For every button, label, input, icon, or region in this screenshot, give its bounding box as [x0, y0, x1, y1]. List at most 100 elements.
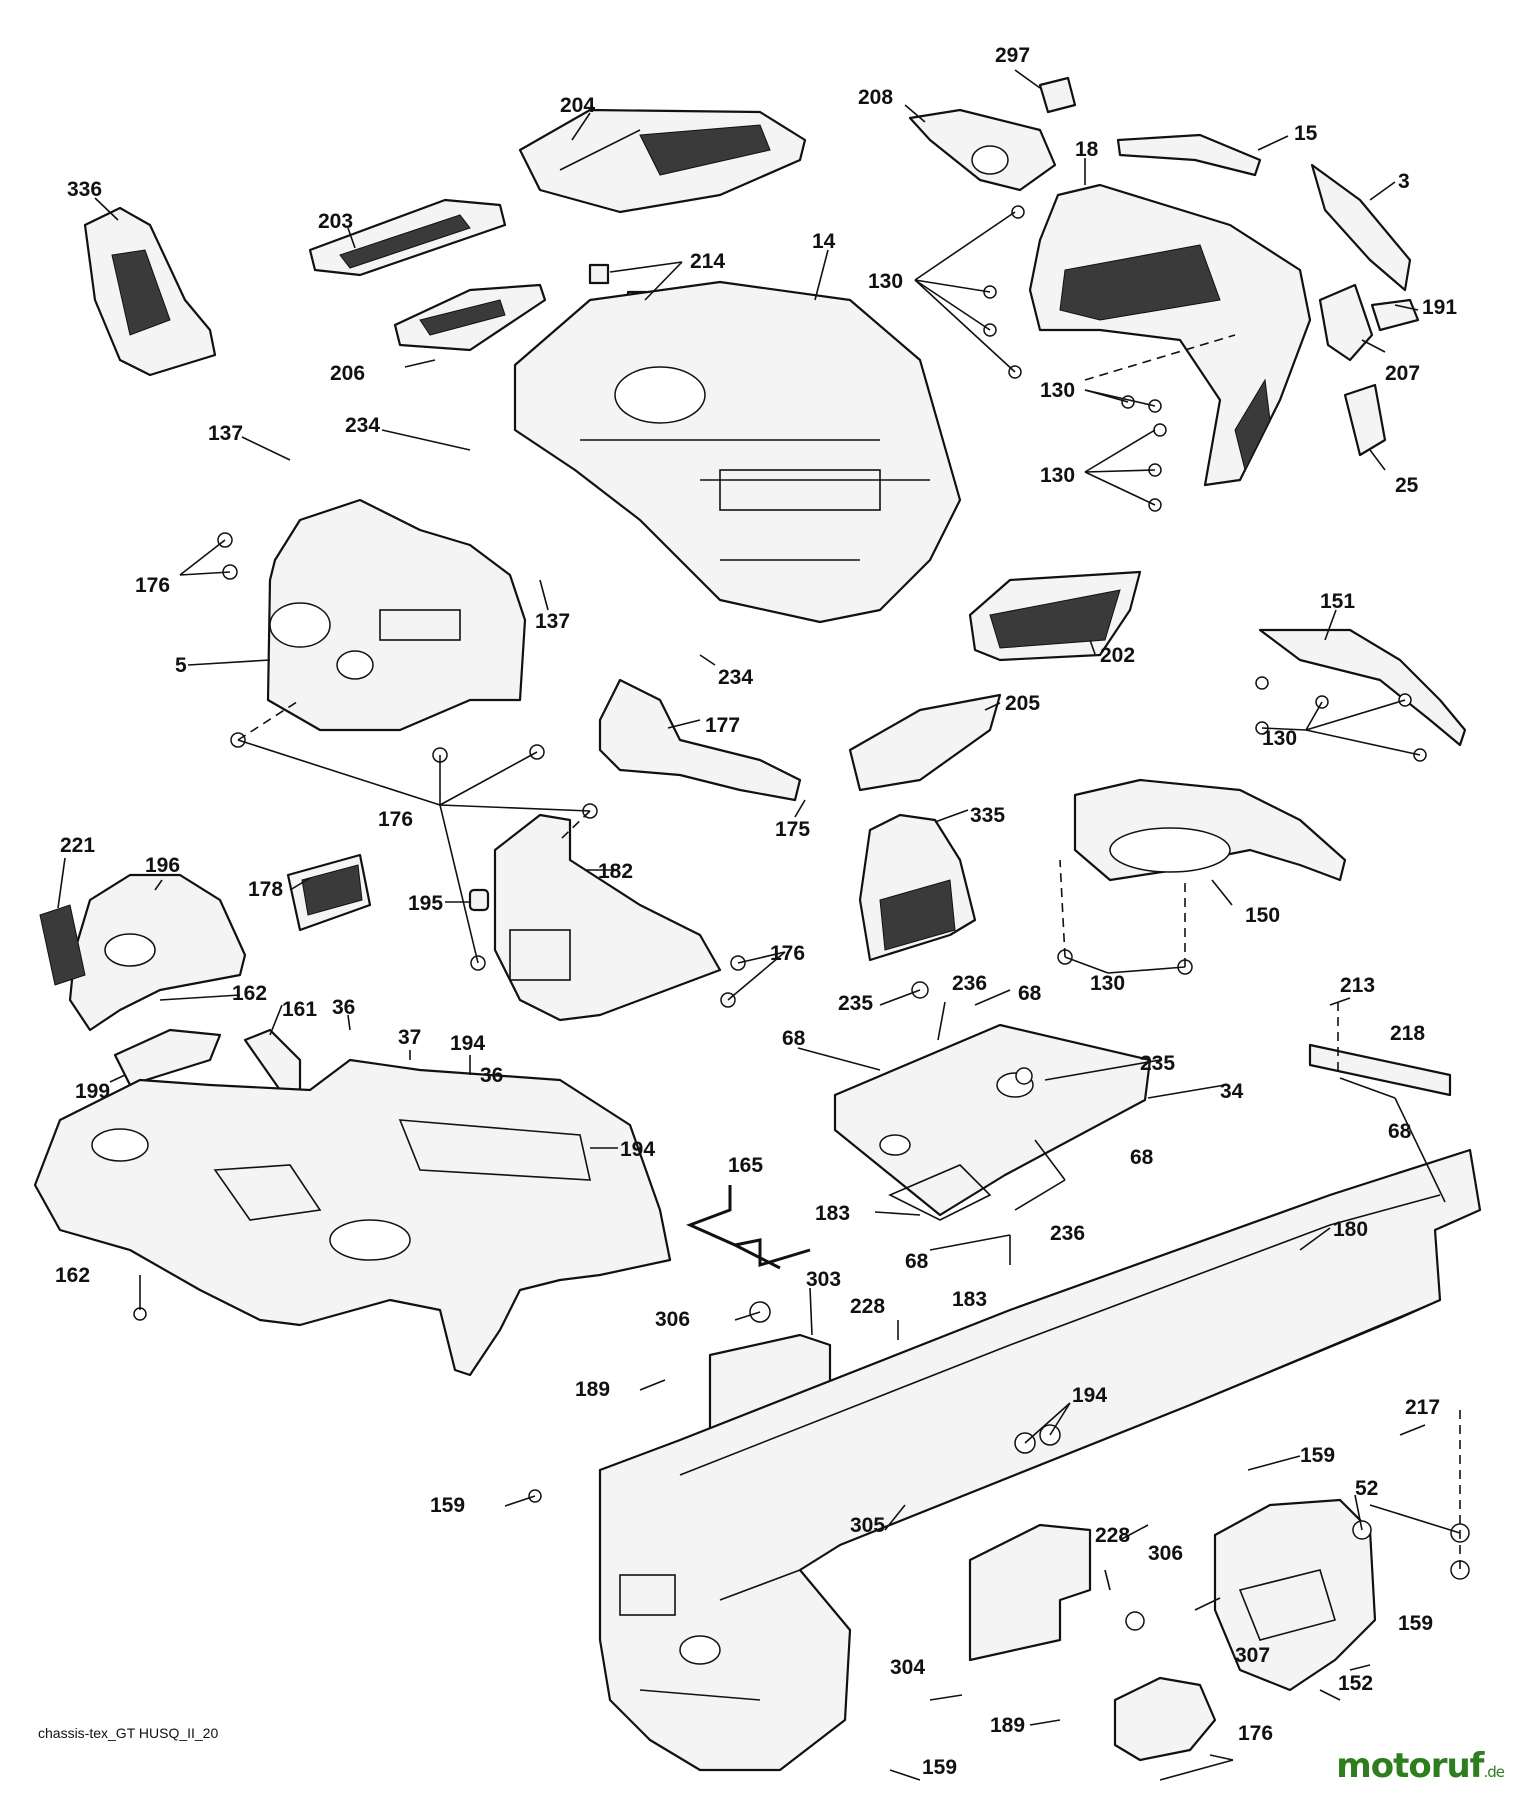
callout-306a: 306: [655, 1308, 690, 1331]
callout-176c: 176: [770, 942, 805, 965]
callout-228b: 228: [1095, 1524, 1130, 1547]
part-37-fender: [33, 1058, 672, 1377]
callout-176d: 176: [1238, 1722, 1273, 1745]
part-199-bracket: [113, 1028, 222, 1087]
leader-lines: [57, 69, 1461, 1781]
part-336-side-panel: [83, 206, 217, 377]
callout-335: 335: [970, 804, 1005, 827]
callout-52: 52: [1355, 1477, 1378, 1500]
callout-176a: 176: [135, 574, 170, 597]
callout-130d: 130: [1262, 727, 1297, 750]
part-152-battery-tray: [1213, 1498, 1377, 1692]
callout-191: 191: [1422, 296, 1457, 319]
callout-182: 182: [598, 860, 633, 883]
part-304-shield: [968, 1523, 1092, 1662]
callout-68d: 68: [1130, 1146, 1154, 1169]
callout-195: 195: [408, 892, 443, 915]
callout-178: 178: [248, 878, 283, 901]
part-3-side-plate: [1310, 163, 1412, 292]
callout-194b: 194: [620, 1138, 655, 1161]
part-182-lower-dash: [493, 813, 722, 1022]
callout-234a: 234: [345, 414, 380, 437]
part-205-trim: [848, 693, 1002, 792]
callout-236b: 236: [1050, 1222, 1085, 1245]
callout-68c: 68: [1388, 1120, 1412, 1143]
part-297-cap: [1038, 76, 1077, 114]
part-218-bracket: [1308, 1043, 1452, 1097]
callout-18: 18: [1075, 138, 1099, 161]
callout-15: 15: [1294, 122, 1318, 145]
callout-130e: 130: [1090, 972, 1125, 995]
callout-306b: 306: [1148, 1542, 1183, 1565]
callout-214: 214: [690, 250, 725, 273]
part-151-bracket: [1258, 628, 1467, 747]
callout-68b: 68: [782, 1027, 806, 1050]
callout-68e: 68: [905, 1250, 929, 1273]
callout-202: 202: [1100, 644, 1135, 667]
part-202-grille: [968, 570, 1142, 662]
assembly-lines: [237, 334, 1461, 1570]
callout-189a: 189: [575, 1378, 610, 1401]
callout-194c: 194: [1072, 1384, 1107, 1407]
part-18-front-grille: [1028, 183, 1312, 487]
callout-36b: 36: [480, 1064, 503, 1087]
callout-218: 218: [1390, 1022, 1425, 1045]
part-175-bracket: [598, 678, 802, 802]
part-214-clip: [588, 263, 610, 285]
callout-205: 205: [1005, 692, 1040, 715]
part-165-rod: [686, 1185, 811, 1270]
callout-34: 34: [1220, 1080, 1244, 1103]
callouts: 297 208 204 15 18 3 336 203 214 14 130 1…: [55, 44, 1457, 1779]
part-178-vent: [286, 853, 372, 932]
callout-235a: 235: [838, 992, 873, 1015]
callout-206: 206: [330, 362, 365, 385]
watermark-tld: .de: [1483, 1763, 1505, 1781]
callout-236a: 236: [952, 972, 987, 995]
callout-194a: 194: [450, 1032, 485, 1055]
callout-196: 196: [145, 854, 180, 877]
callout-3: 3: [1398, 170, 1410, 193]
callout-336: 336: [67, 178, 102, 201]
callout-130a: 130: [868, 270, 903, 293]
callout-37: 37: [398, 1026, 421, 1049]
callout-130c: 130: [1040, 464, 1075, 487]
callout-213: 213: [1340, 974, 1375, 997]
callout-183a: 183: [815, 1202, 850, 1225]
footer-label: chassis-tex_GT HUSQ_II_20: [38, 1725, 218, 1741]
callout-208: 208: [858, 86, 893, 109]
callout-303: 303: [806, 1268, 841, 1291]
part-204-hood-top: [518, 108, 807, 214]
callout-228a: 228: [850, 1295, 885, 1318]
callout-151: 151: [1320, 590, 1355, 613]
callout-161: 161: [282, 998, 317, 1021]
part-25-lens: [1343, 383, 1387, 457]
callout-150: 150: [1245, 904, 1280, 927]
callout-68a: 68: [1018, 982, 1042, 1005]
fasteners: [133, 205, 1470, 1631]
callout-177: 177: [705, 714, 740, 737]
part-5-dash-console: [266, 498, 527, 732]
part-196-cover: [68, 873, 247, 1032]
part-150-shroud: [1073, 778, 1347, 882]
part-frame: [598, 1148, 1482, 1772]
callout-165: 165: [728, 1154, 763, 1177]
part-207-bracket: [1318, 283, 1374, 362]
part-208-headlight-bracket: [908, 108, 1057, 192]
callout-159b: 159: [430, 1494, 465, 1517]
part-34-mount-plate: [833, 1023, 1152, 1221]
callout-14: 14: [812, 230, 836, 253]
callout-189b: 189: [990, 1714, 1025, 1737]
callout-137a: 137: [208, 422, 243, 445]
callout-25: 25: [1395, 474, 1419, 497]
callout-162a: 162: [232, 982, 267, 1005]
callout-217: 217: [1405, 1396, 1440, 1419]
part-195-grommet: [468, 888, 490, 912]
part-206-vent: [393, 283, 547, 352]
callout-207: 207: [1385, 362, 1420, 385]
part-161-bracket: [243, 1028, 302, 1097]
callout-137b: 137: [535, 610, 570, 633]
callout-162b: 162: [55, 1264, 90, 1287]
callout-5: 5: [175, 654, 187, 677]
callout-305: 305: [850, 1514, 885, 1537]
